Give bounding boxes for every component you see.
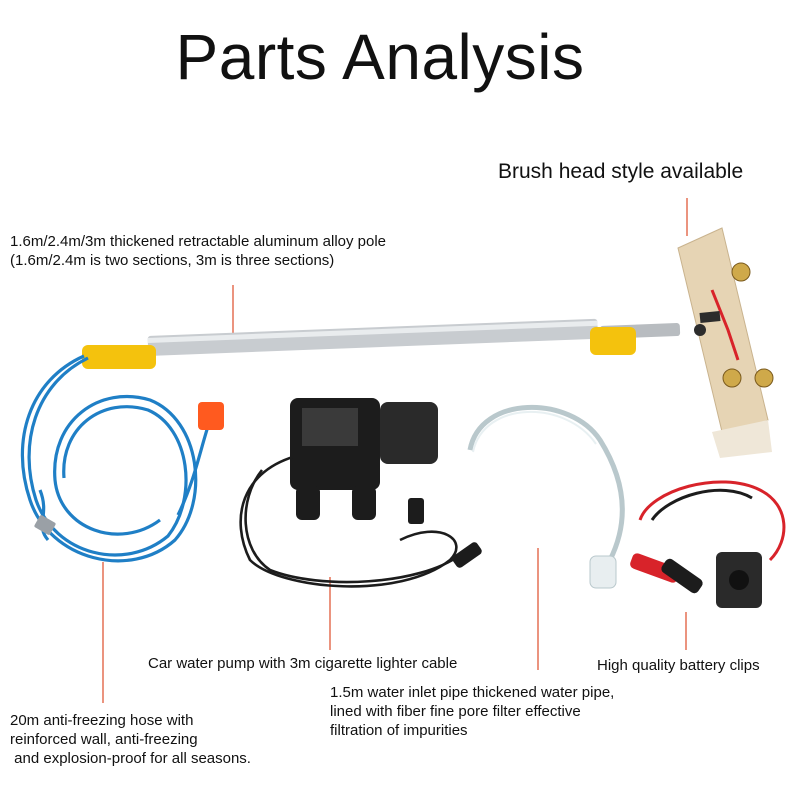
pole-grip-right [590, 327, 636, 355]
inlet-pipe [467, 404, 625, 562]
label-pole-line-2: (1.6m/2.4m is two sections, 3m is three … [10, 252, 335, 269]
inlet-filter [589, 555, 617, 589]
water-pump [239, 398, 482, 588]
battery-clips [630, 480, 786, 608]
label-hose-line-1: 20m anti-freezing hose with [10, 712, 194, 729]
label-brush-head: Brush head style available [498, 160, 744, 183]
page-title: Parts Analysis [175, 21, 585, 93]
blue-hose [20, 354, 212, 563]
hose-connector [198, 402, 224, 430]
label-inlet-line-2: lined with fiber fine pore filter effect… [330, 703, 581, 720]
brush-head [677, 227, 774, 458]
label-inlet-line-1: 1.5m water inlet pipe thickened water pi… [330, 684, 615, 701]
label-pole: 1.6m/2.4m/3m thickened retractable alumi… [10, 232, 386, 270]
pole [82, 318, 681, 369]
label-hose: 20m anti-freezing hose with reinforced w… [10, 711, 251, 768]
label-pump: Car water pump with 3m cigarette lighter… [148, 655, 458, 672]
label-inlet-line-3: filtration of impurities [330, 722, 468, 739]
pole-grip-left [82, 345, 156, 369]
leader-lines [102, 198, 688, 703]
label-pole-line-1: 1.6m/2.4m/3m thickened retractable alumi… [10, 233, 387, 250]
label-inlet-pipe: 1.5m water inlet pipe thickened water pi… [330, 683, 614, 740]
label-hose-line-3: and explosion-proof for all seasons. [10, 750, 251, 767]
label-hose-line-2: reinforced wall, anti-freezing [10, 731, 198, 748]
label-clips: High quality battery clips [597, 657, 760, 674]
